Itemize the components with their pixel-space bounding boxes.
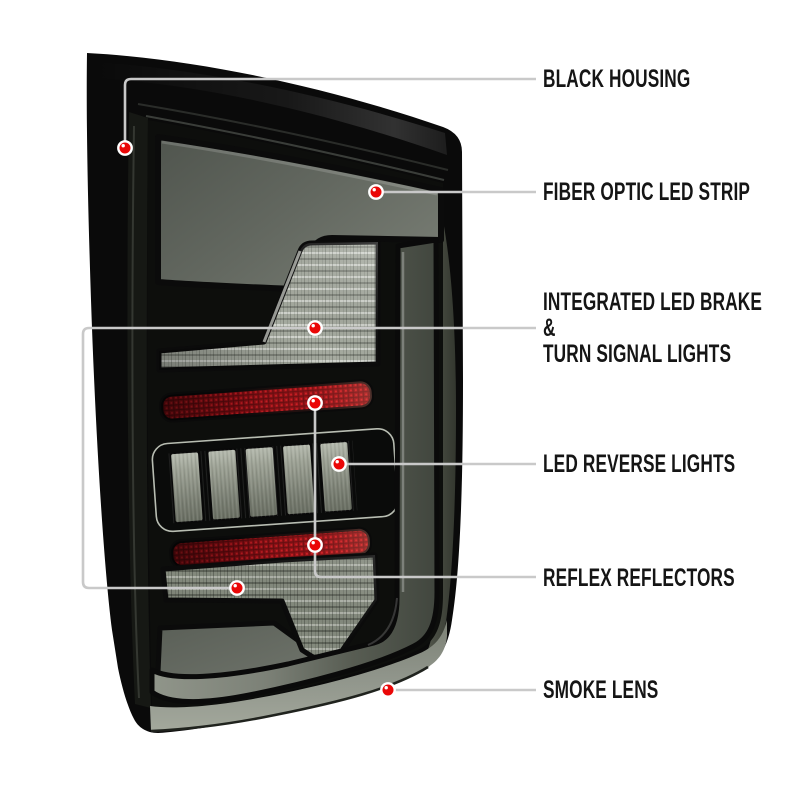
callout-label-smoke-lens: SMOKE LENS bbox=[543, 676, 659, 704]
callout-label-reflex-reflectors: REFLEX REFLECTORS bbox=[543, 564, 735, 592]
marker-brake-turn-signal-upper bbox=[307, 320, 323, 336]
marker-reflex-reflector-lower bbox=[307, 537, 323, 553]
callout-label-led-reverse-lights: LED REVERSE LIGHTS bbox=[543, 450, 736, 478]
lens-right-edge bbox=[408, 195, 456, 676]
callout-label-black-housing: BLACK HOUSING bbox=[543, 65, 691, 93]
callout-label-line: INTEGRATED LED BRAKE bbox=[543, 288, 763, 316]
tail-light-lamp bbox=[86, 53, 463, 733]
reverse-light-chamber bbox=[151, 428, 399, 533]
marker-led-reverse-lights bbox=[331, 456, 347, 472]
callout-markers bbox=[117, 140, 396, 698]
callout-label-fiber-optic-led-strip: FIBER OPTIC LED STRIP bbox=[543, 178, 751, 206]
marker-fiber-optic-led-strip bbox=[368, 184, 384, 200]
callout-line-black-housing bbox=[123, 77, 536, 148]
marker-brake-turn-signal-lower bbox=[229, 580, 245, 596]
fiber-optic-panel bbox=[155, 134, 444, 292]
marker-smoke-lens bbox=[380, 682, 396, 698]
callout-line-brake-turn-signal-bracket bbox=[81, 326, 312, 590]
marker-reflex-reflector-upper bbox=[307, 395, 323, 411]
callout-label-line: TURN SIGNAL LIGHTS bbox=[543, 340, 732, 368]
housing-top-sheen bbox=[95, 62, 447, 155]
callout-label-line: & bbox=[543, 314, 556, 342]
light-bar-band bbox=[149, 237, 440, 705]
callout-line-reflex-reflectors bbox=[313, 403, 536, 579]
reflex-reflector-upper bbox=[159, 379, 374, 423]
marker-black-housing bbox=[117, 140, 133, 156]
callout-label-integrated-led-brake-turn-signal: INTEGRATED LED BRAKE & TURN SIGNAL LIGHT… bbox=[543, 289, 762, 367]
callout-lines bbox=[81, 77, 536, 692]
